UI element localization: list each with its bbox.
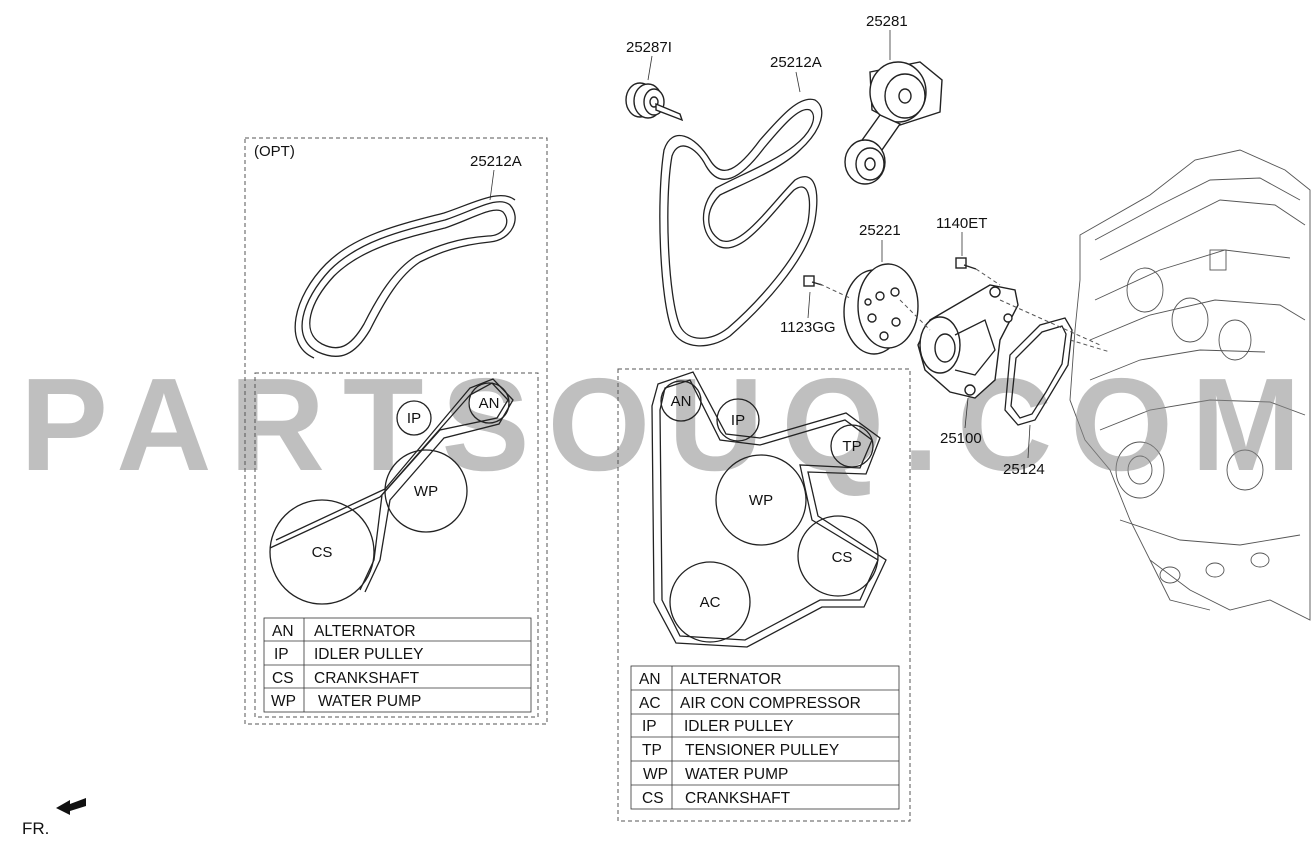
- main-pulley-ac: [669, 561, 751, 643]
- bolt-a-illustration: [955, 257, 977, 270]
- opt-pulley-cs: [269, 499, 375, 605]
- opt-box-inner-frame: [254, 372, 539, 718]
- main-belt-illustration: [659, 98, 823, 347]
- main-pulley-ip-label: IP: [731, 412, 745, 429]
- main-pulley-wp-label: WP: [749, 492, 773, 509]
- main-pulley-an-label: AN: [671, 393, 692, 410]
- opt-legend-code: WP: [271, 693, 296, 710]
- main-pulley-ac-label: AC: [700, 594, 721, 611]
- opt-box-frame: [244, 137, 548, 725]
- main-pulley-cs-label: CS: [832, 549, 853, 566]
- main-legend-code: TP: [642, 742, 662, 759]
- main-legend-name: TENSIONER PULLEY: [685, 742, 839, 759]
- main-legend-code: AN: [639, 671, 661, 688]
- idler-leader: [647, 55, 653, 81]
- front-label: FR.: [22, 819, 49, 838]
- main-legend-code: WP: [643, 766, 668, 783]
- bolt-b-illustration: [803, 275, 823, 287]
- main-legend-name: AIR CON COMPRESSOR: [680, 695, 861, 712]
- opt-belt-illustration: [294, 194, 516, 359]
- main-pulley-tp-label: TP: [842, 438, 861, 455]
- main-legend-name: WATER PUMP: [685, 766, 788, 783]
- opt-belt-routing: IP AN WP CS: [269, 378, 514, 605]
- part-number-belt: 25212A: [770, 54, 822, 71]
- main-pulley-wp: [715, 454, 807, 546]
- front-arrow-icon: [56, 798, 86, 815]
- bolt-a-axis: [975, 268, 1001, 286]
- bolt-b-leader: [807, 291, 811, 319]
- opt-pulley-ip-label: IP: [407, 410, 421, 427]
- part-number-bolt-b: 1123GG: [780, 319, 836, 336]
- idler-pulley-illustration: [625, 82, 684, 122]
- opt-legend-name: IDLER PULLEY: [314, 646, 423, 663]
- opt-pulley-cs-label: CS: [312, 544, 333, 561]
- main-legend-code: IP: [642, 718, 657, 735]
- main-legend-code: AC: [639, 695, 661, 712]
- main-legend-table: AN ALTERNATOR AC AIR CON COMPRESSOR IP I…: [630, 665, 900, 810]
- main-legend-code: CS: [642, 790, 664, 807]
- opt-legend-name: CRANKSHAFT: [314, 670, 420, 687]
- assembly-axis: [999, 299, 1101, 346]
- pump-pulley-illustration: [843, 263, 919, 355]
- part-number-tensioner: 25281: [866, 13, 908, 30]
- main-pulley-cs: [797, 515, 879, 597]
- main-legend-name: IDLER PULLEY: [684, 718, 793, 735]
- opt-pulley-wp-label: WP: [414, 483, 438, 500]
- opt-legend-code: IP: [274, 646, 289, 663]
- opt-pulley-an-label: AN: [479, 395, 500, 412]
- opt-pulley-ip: [396, 400, 432, 436]
- part-number-idler: 25287I: [626, 39, 672, 56]
- opt-legend-code: AN: [272, 623, 294, 640]
- main-legend-name: ALTERNATOR: [680, 671, 782, 688]
- part-number-bolt-a: 1140ET: [936, 215, 987, 232]
- gasket-illustration: [1004, 317, 1073, 426]
- main-pulley-ip: [716, 398, 760, 442]
- gasket-leader: [1027, 424, 1031, 459]
- opt-belt-part-number: 25212A: [470, 153, 522, 170]
- assembly-axis: [899, 299, 931, 331]
- water-pump-illustration: [917, 284, 1019, 399]
- main-box-frame: [617, 368, 911, 822]
- main-legend-name: CRANKSHAFT: [685, 790, 791, 807]
- bolt-b-axis: [819, 283, 851, 299]
- watermark: PARTSOUQ.COM: [20, 351, 1312, 498]
- pump-leader: [964, 397, 969, 429]
- tensioner-illustration: [844, 61, 943, 185]
- belt-leader: [795, 71, 801, 93]
- opt-pulley-an: [468, 382, 510, 424]
- part-number-gasket: 25124: [1003, 461, 1045, 478]
- opt-legend-name: ALTERNATOR: [314, 623, 416, 640]
- main-belt-routing: AN IP TP WP CS AC: [651, 371, 887, 648]
- opt-legend-name: WATER PUMP: [318, 693, 421, 710]
- part-number-pump: 25100: [940, 430, 982, 447]
- engine-block-illustration: [1069, 149, 1311, 621]
- part-number-pump-pulley: 25221: [859, 222, 901, 239]
- opt-legend-code: CS: [272, 670, 294, 687]
- opt-belt-leader: [489, 169, 495, 201]
- opt-title: (OPT): [254, 143, 295, 160]
- opt-legend-table: AN ALTERNATOR IP IDLER PULLEY CS CRANKSH…: [263, 617, 532, 713]
